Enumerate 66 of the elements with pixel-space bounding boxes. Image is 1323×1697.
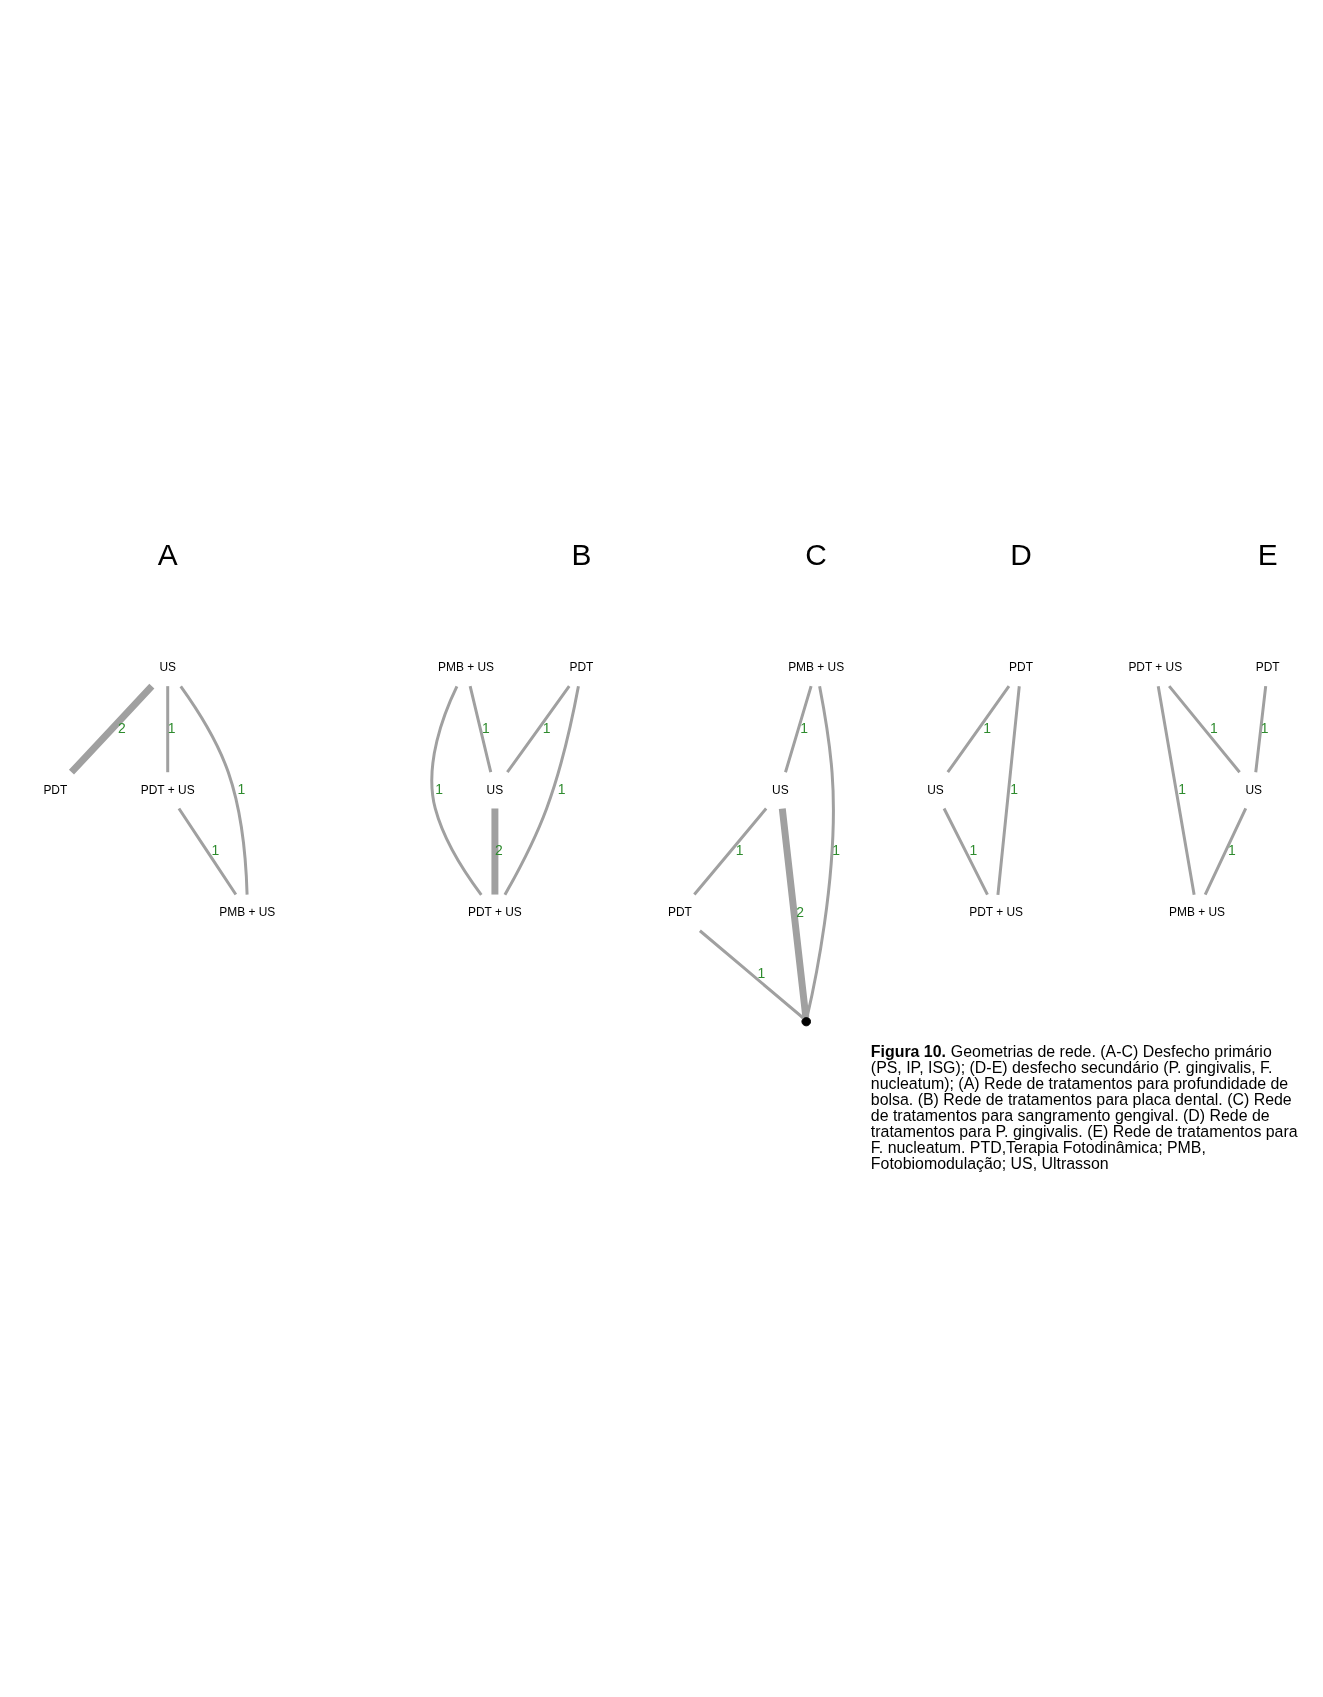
caption: Figura 10. Geometrias de rede. (A-C) Desfecho primário (PS, IP, ISG); (D-E) desfecho secundário (P. gingivalis, F. nucleatum); (A) Rede de tratamentos para profundidade de bolsa. (B) Rede de tratamentos para placa dental. (C) Rede de tratamentos para sangramento gengival. (D) Rede de tratamentos para P. gingivalis. (E) Rede de tratamentos para F. nucleatum. PTD,Terapia Fotodinâmica; PMB, Fotobiomodulação; US, Ultrasson <box>870 1042 1298 1172</box>
node-text: US <box>486 782 504 797</box>
connector <box>166 685 170 772</box>
edge-label: 1 <box>969 841 978 858</box>
edge-label: 1 <box>983 719 992 736</box>
connector <box>996 685 1021 895</box>
label: D <box>1010 537 1032 571</box>
edge-label: 1 <box>1228 841 1236 858</box>
label: E <box>1257 537 1278 571</box>
connector <box>430 685 483 896</box>
node-text: PDT <box>667 904 692 919</box>
edge-label: 2 <box>118 719 126 736</box>
node-text: PMB + US <box>438 659 495 674</box>
edge-label: 1 <box>237 780 246 797</box>
connector <box>179 685 249 895</box>
edge-label: 1 <box>482 719 490 736</box>
connector <box>778 807 810 1018</box>
connector <box>1156 685 1196 895</box>
edge-label: 1 <box>1010 780 1018 797</box>
connector <box>1203 807 1248 895</box>
connector <box>946 684 1011 773</box>
node-text: PDT <box>1255 659 1280 674</box>
edge-label: 1 <box>1210 719 1218 736</box>
label: A <box>157 537 178 571</box>
node-circle <box>801 1016 811 1026</box>
node-text: US <box>159 659 176 674</box>
label: B <box>571 537 592 571</box>
node-text: PMB + US <box>219 904 276 919</box>
edge-label: 1 <box>1260 719 1269 736</box>
connector <box>177 807 238 895</box>
connector <box>693 807 768 895</box>
node-text: PDT + US <box>1128 659 1183 674</box>
edge-label: 1 <box>211 841 220 858</box>
connector <box>468 685 493 773</box>
connector <box>506 684 571 773</box>
edge-label: 1 <box>832 841 840 858</box>
edge-label: 1 <box>557 780 566 797</box>
connector <box>503 685 580 896</box>
edge-label: 1 <box>167 719 176 736</box>
connector <box>942 807 989 895</box>
node-text: US <box>1245 782 1263 797</box>
node-text: PDT <box>1009 659 1033 674</box>
node-text: US <box>772 782 789 797</box>
connector <box>698 929 805 1019</box>
edge-label: 1 <box>1178 780 1187 797</box>
connector <box>68 683 155 775</box>
edge-label: 1 <box>542 719 551 736</box>
edge-label: 2 <box>796 903 805 920</box>
node-text: PDT + US <box>468 904 522 919</box>
edge-label: 1 <box>435 780 444 797</box>
node-text: PMB + US <box>788 659 845 674</box>
connector <box>784 685 813 773</box>
edge-label: 2 <box>495 841 503 858</box>
edge-label: 1 <box>735 841 744 858</box>
edge-label: 1 <box>800 719 809 736</box>
node-text: US <box>927 782 944 797</box>
connector <box>491 808 499 895</box>
node-text: PDT + US <box>140 782 195 797</box>
node-text: PDT <box>43 782 68 797</box>
edge-label: 1 <box>757 964 766 981</box>
node-text: PDT <box>569 659 594 674</box>
node-text: PMB + US <box>1169 904 1226 919</box>
connector <box>1168 684 1241 773</box>
node-text: PDT + US <box>969 904 1024 919</box>
label: C <box>805 537 827 571</box>
connector <box>1254 685 1268 772</box>
